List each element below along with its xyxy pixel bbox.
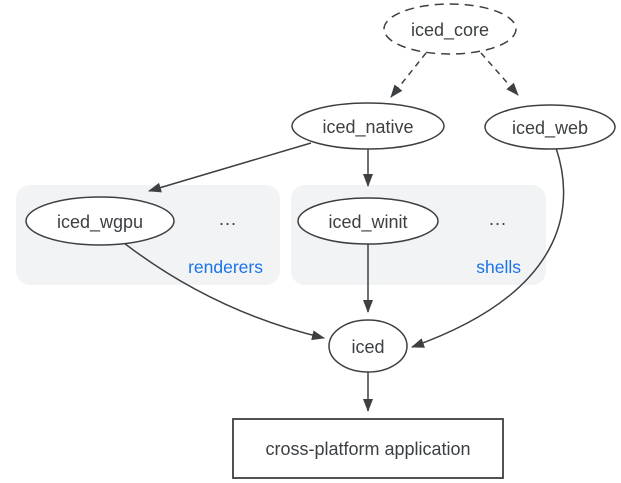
node-iced-wgpu-shape [25,196,175,246]
edge-iced-wgpu-to-iced [123,242,325,341]
shells-ellipsis: ... [489,209,507,229]
node-iced-shape [328,319,408,373]
edge-iced-core-to-iced-web [480,52,519,96]
node-iced-web-label: iced_web [512,118,588,139]
node-iced-native: iced_native [291,102,445,150]
node-iced-web: iced_web [484,104,616,150]
edge-iced-core-to-iced-native [390,52,427,98]
node-cross-platform-application: cross-platform application [232,418,504,479]
node-cross-platform-application-label: cross-platform application [265,439,470,459]
node-iced-wgpu: iced_wgpu [25,196,175,246]
node-iced-label: iced [351,337,384,357]
node-iced-native-label: iced_native [322,117,413,138]
node-iced-core: iced_core [383,3,517,55]
node-iced-winit-label: iced_winit [328,212,407,233]
node-iced-wgpu-label: iced_wgpu [57,212,143,233]
node-iced-core-shape [383,3,517,55]
node-iced-winit-shape [297,197,439,245]
shells-group-label: shells [476,257,521,277]
node-iced-native-shape [291,102,445,150]
edge-iced-web-to-iced [411,147,565,348]
node-iced: iced [328,319,408,373]
node-iced-core-label: iced_core [411,20,489,41]
node-cross-platform-application-shape [232,418,504,479]
node-iced-web-shape [484,104,616,150]
renderers-ellipsis: ... [219,209,237,229]
edge-iced-native-to-iced-wgpu [148,142,312,193]
node-iced-winit: iced_winit [297,197,439,245]
renderers-group-label: renderers [188,257,263,277]
